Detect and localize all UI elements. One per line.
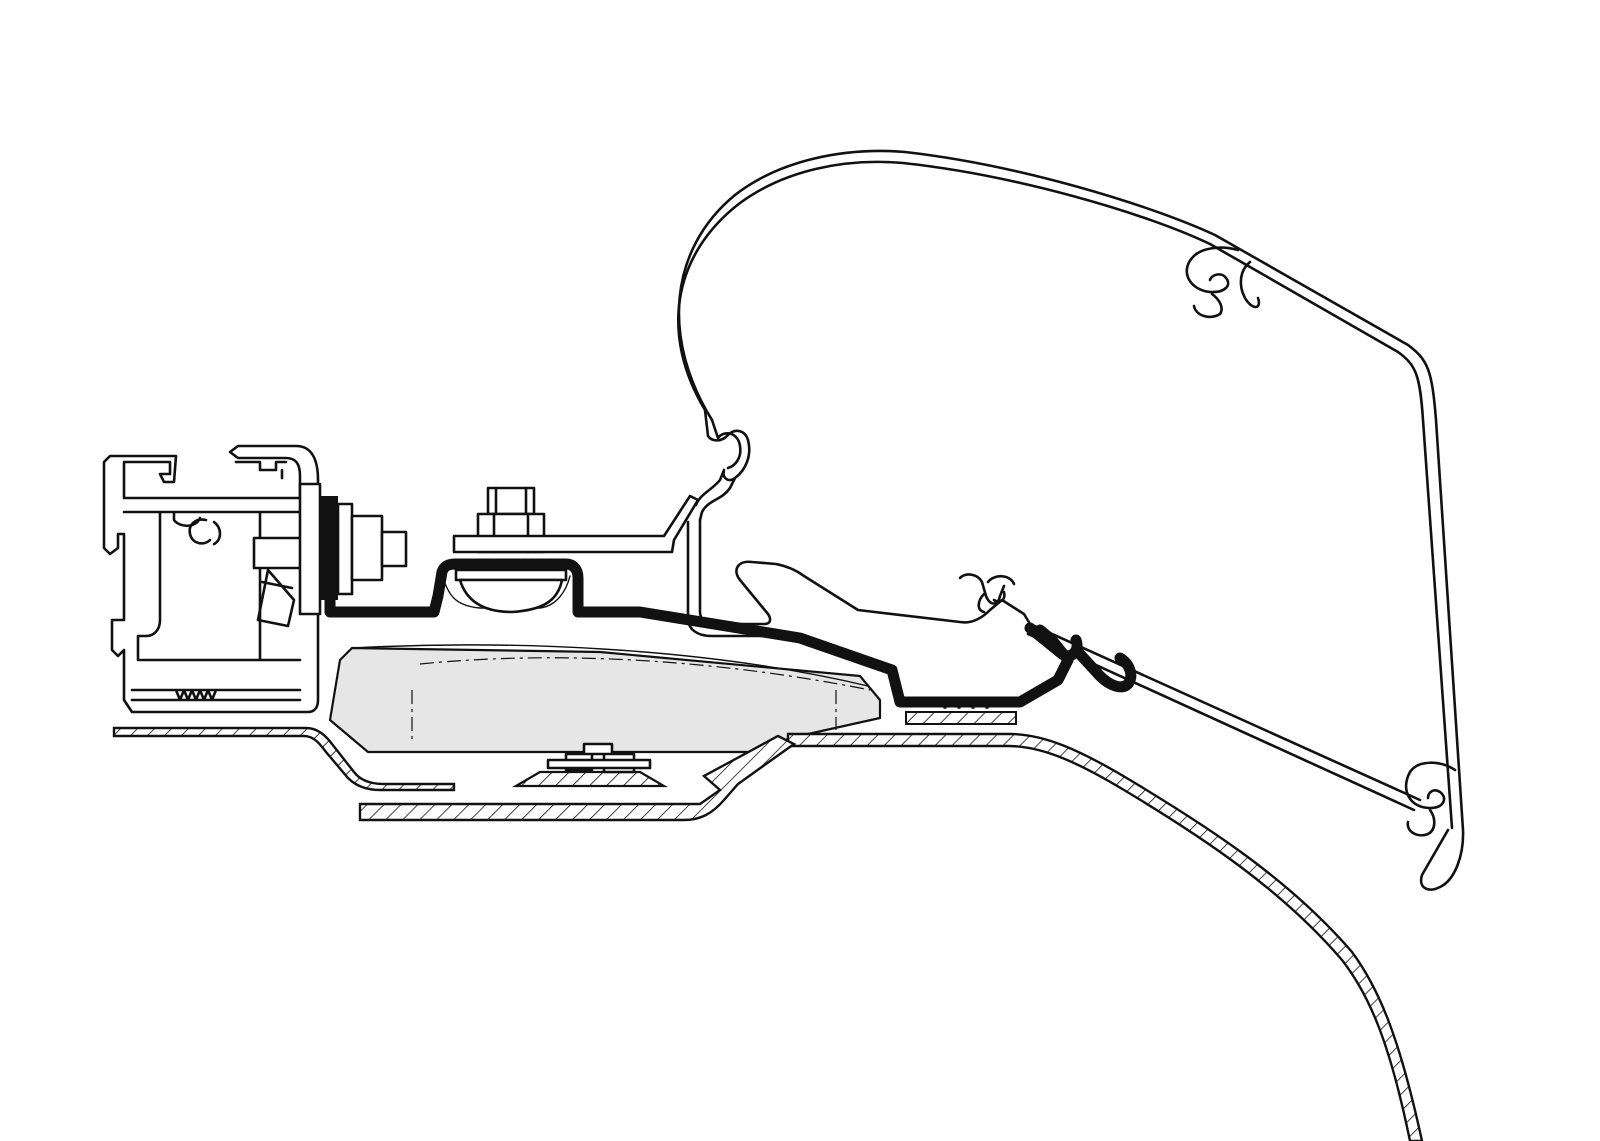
cassette-bottom-lip	[1026, 622, 1422, 812]
seal-strip	[905, 707, 1017, 725]
top-bolt-assembly	[452, 486, 700, 614]
rail-clip-slot	[188, 518, 222, 546]
side-nut	[350, 514, 384, 582]
top-washer	[454, 568, 568, 582]
cassette-upper-groove	[1185, 246, 1240, 319]
roof-rail-profile	[102, 444, 320, 714]
roof-bracket	[328, 644, 882, 754]
side-bolt-assembly	[252, 482, 408, 628]
cassette-hook-joint	[694, 408, 751, 522]
roof-skin-left	[112, 726, 456, 792]
bracket-top-edge	[351, 644, 869, 687]
cassette-outer-wall	[677, 149, 1465, 891]
cassette-lower-groove	[1404, 761, 1457, 837]
side-bolt-shaft	[380, 530, 408, 568]
adapter-black-section	[324, 558, 1137, 708]
rail-inner-lines	[122, 510, 302, 702]
awning-cassette	[677, 149, 1465, 891]
side-bolt-wedge	[256, 568, 296, 628]
side-gasket	[320, 496, 338, 600]
side-washer-2	[336, 502, 354, 596]
bracket-centerline	[419, 657, 871, 691]
roof-floor-hatch	[358, 734, 797, 822]
side-washer	[298, 482, 322, 616]
top-bolt-tip-lines	[494, 486, 528, 516]
top-plate	[452, 494, 700, 554]
bracket-centerline-2	[411, 690, 837, 740]
roof-skin-right	[786, 732, 1424, 1141]
cassette-channel-clip	[958, 573, 1016, 614]
cassette-upper-clip	[1239, 260, 1261, 309]
roof-screw-flange	[546, 758, 652, 770]
roof-mount-pad	[511, 770, 669, 788]
seal-strip-body	[905, 711, 1017, 725]
vehicle-roof	[112, 726, 1424, 1141]
cassette-inner-wall	[677, 160, 1454, 830]
top-clamp-piece	[458, 578, 564, 614]
rail-upper-slot	[234, 460, 288, 480]
rail-outer-outline	[102, 444, 320, 714]
